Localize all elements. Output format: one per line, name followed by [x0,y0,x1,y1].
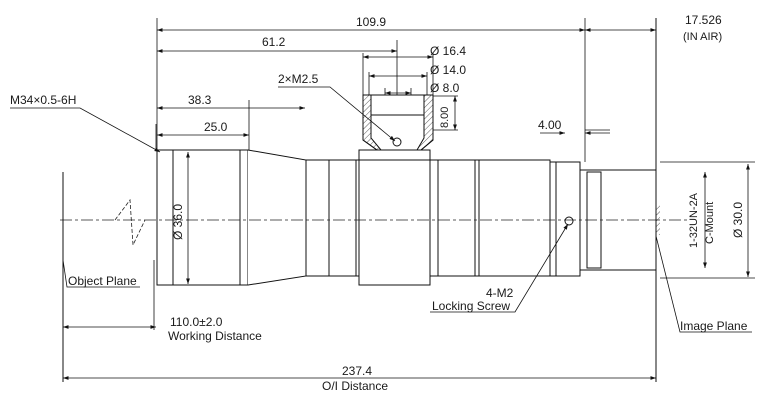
leader-front-thread [10,107,161,153]
leader-image-plane [655,235,752,333]
taper-section [247,149,307,286]
leader-locking-screw [430,223,569,313]
front-barrel [156,149,249,286]
label-rear-dia: Ø 30.0 [731,202,745,238]
label-front-thread: M34×0.5-6H [10,93,76,107]
label-object-plane: Object Plane [68,274,137,288]
mid-barrel [429,159,551,277]
lens-body [156,149,660,286]
locking-screw-hole [564,216,574,226]
label-working-distance-value: 110.0±2.0 [170,315,223,329]
mount-screw-hole [392,137,402,147]
leader-object-plane [62,259,140,288]
label-oi-value: 237.4 [342,364,372,378]
label-front-dia: Ø 36.0 [171,204,185,240]
label-front-length: 25.0 [204,120,228,134]
label-working-distance: Working Distance [168,329,262,343]
mount-collar-band [358,149,431,161]
label-mount-height: 8.00 [439,107,451,128]
label-mount-screws: 2×M2.5 [278,72,319,86]
mount-top-block [362,94,434,151]
leader-lines [10,86,752,333]
label-flange: 4.00 [538,118,562,132]
label-oi-distance: O/I Distance [322,379,388,393]
dimension-lines [62,28,750,380]
mount-collar [358,149,431,286]
label-back-focus-note: (IN AIR) [683,31,722,43]
label-mount-inner: Ø 8.0 [430,81,460,95]
label-mount-outer: Ø 16.4 [430,44,466,58]
label-total-length: 109.9 [356,15,386,29]
label-mount-mid: Ø 14.0 [430,63,466,77]
label-image-plane: Image Plane [680,319,748,333]
label-locking-count: 4-M2 [486,286,514,300]
label-back-focus: 17.526 [685,13,722,27]
body-ring-2 [328,159,363,277]
axis-break [114,198,146,247]
leader-mount-screws [278,86,396,142]
label-to-mount: 61.2 [262,35,286,49]
label-to-front: 38.3 [188,93,212,107]
extension-lines [153,18,755,330]
label-c-mount: C-Mount [704,202,716,244]
label-locking-screw: Locking Screw [432,299,510,313]
label-rear-thread: 1-32UN-2A [688,192,700,248]
body-ring-1 [305,159,330,277]
